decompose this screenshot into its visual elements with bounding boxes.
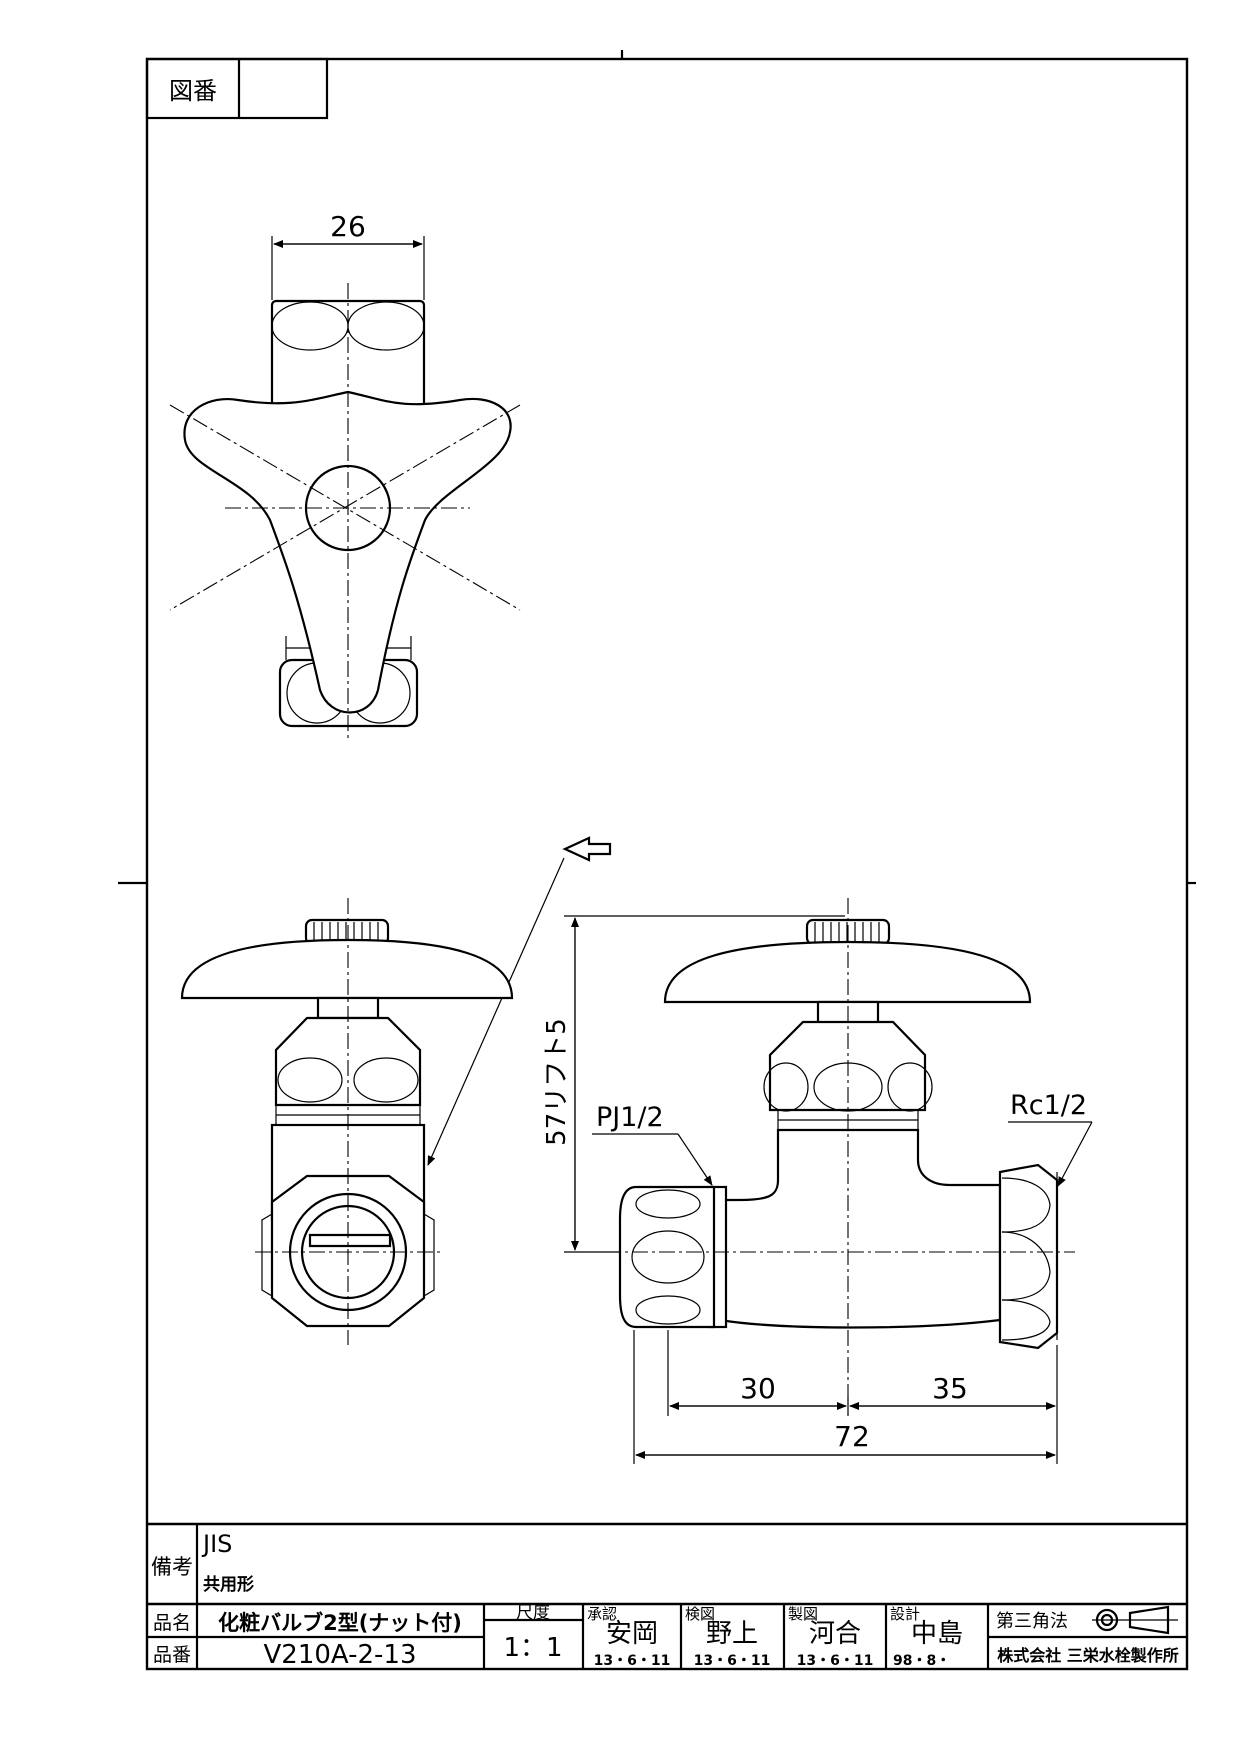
inlet-thread-label: PJ1/2	[596, 1102, 664, 1133]
title-block: 品名 化粧バルブ2型(ナット付) 品番 V210A-2-13 尺度 1：1 承認…	[147, 1602, 1187, 1670]
product-name-label: 品名	[153, 1612, 191, 1634]
drawn-name: 河合	[809, 1619, 861, 1649]
approved-name: 安岡	[606, 1619, 658, 1649]
product-name: 化粧バルブ2型(ナット付)	[218, 1611, 462, 1635]
thread-leaders: PJ1/2 Rc1/2	[592, 1090, 1093, 1187]
designed-label: 設計	[890, 1605, 920, 1623]
designed-date: 98・8・	[893, 1653, 950, 1669]
notes-line-2: 共用形	[203, 1574, 254, 1595]
dimension-height: 57リフト5	[542, 915, 845, 1253]
dim-30-label: 30	[740, 1372, 776, 1405]
part-number: V210A-2-13	[263, 1640, 416, 1670]
dimension-lengths: 30 35 72	[633, 1330, 1058, 1464]
notes-block: 備考 JIS 共用形	[147, 1522, 1187, 1669]
top-view	[169, 283, 521, 742]
side-view	[605, 898, 1075, 1395]
company-name: 株式会社 三栄水栓製作所	[997, 1646, 1179, 1665]
scale-value: 1：1	[503, 1633, 562, 1663]
dim-35-label: 35	[932, 1372, 968, 1405]
projection-label: 第三角法	[996, 1611, 1068, 1632]
approved-label: 承認	[587, 1605, 617, 1623]
part-number-label: 品番	[153, 1644, 191, 1666]
drawing-number-box: 図番	[145, 57, 329, 120]
notes-line-1: JIS	[201, 1530, 232, 1558]
view-direction-arrow	[427, 836, 612, 1166]
notes-label: 備考	[151, 1555, 193, 1579]
checked-name: 野上	[706, 1619, 758, 1649]
dim-height-label: 57リフト5	[542, 1018, 572, 1146]
approved-date: 13・6・11	[594, 1653, 671, 1669]
drawn-date: 13・6・11	[797, 1653, 874, 1669]
dim-72-label: 72	[834, 1420, 870, 1453]
drawing-number-label: 図番	[169, 77, 217, 105]
outlet-thread-label: Rc1/2	[1010, 1090, 1087, 1121]
third-angle-projection-icon	[1092, 1605, 1178, 1635]
dim-26-label: 26	[330, 210, 366, 243]
dimension-top-width: 26	[271, 210, 425, 300]
scale-label: 尺度	[516, 1603, 550, 1623]
checked-label: 検図	[685, 1605, 715, 1623]
sheet-border	[118, 50, 1196, 1671]
designed-name: 中島	[911, 1619, 963, 1649]
front-view	[180, 898, 514, 1345]
drawn-label: 製図	[788, 1605, 818, 1623]
checked-date: 13・6・11	[694, 1653, 771, 1669]
